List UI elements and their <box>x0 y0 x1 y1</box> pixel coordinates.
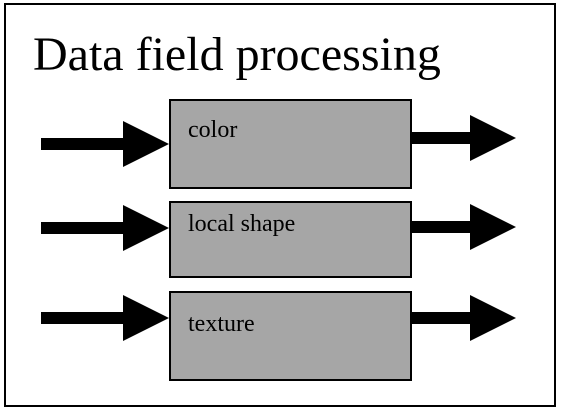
process-box-local-shape: local shape <box>169 201 412 278</box>
process-box-color: color <box>169 99 412 189</box>
input-arrow-icon <box>41 295 169 341</box>
process-label: color <box>188 117 238 143</box>
slide-title: Data field processing <box>33 28 441 81</box>
input-arrow-icon <box>41 121 169 167</box>
process-label: local shape <box>188 211 296 237</box>
output-arrow-icon <box>412 204 516 250</box>
output-arrow-icon <box>412 115 516 161</box>
process-label: texture <box>188 311 255 337</box>
output-arrow-icon <box>412 295 516 341</box>
input-arrow-icon <box>41 205 169 251</box>
process-box-texture: texture <box>169 291 412 381</box>
